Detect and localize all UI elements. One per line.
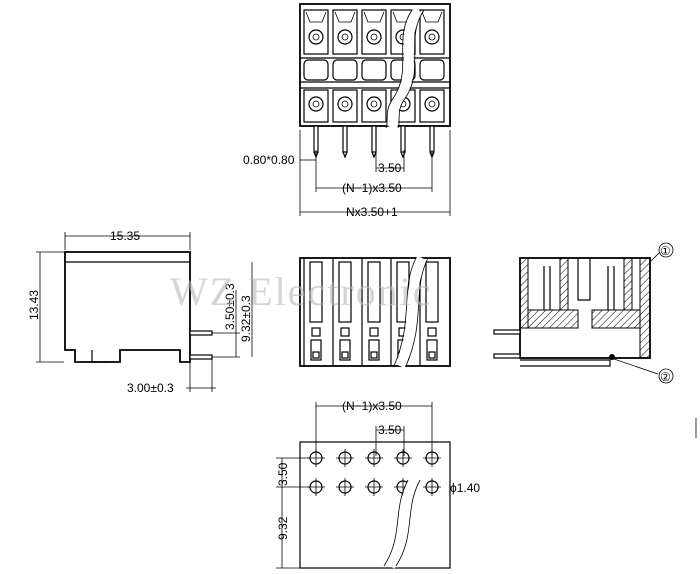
top-cell-lower — [303, 89, 329, 123]
top-cell-upper — [361, 9, 387, 55]
front-slot — [338, 261, 352, 323]
callout-1: ① — [660, 244, 671, 258]
screw-center-icon — [428, 100, 436, 108]
side-view: 15.35 13.43 3.50±0.3 9.32±0.3 3.00±0.3 — [27, 229, 253, 395]
front-contact — [311, 327, 321, 337]
pin-bottom-label: 3.00±0.3 — [127, 381, 174, 395]
top-cell-lower — [332, 89, 358, 123]
screw-icon — [308, 96, 324, 112]
pin — [429, 125, 435, 153]
front-latch — [339, 339, 351, 361]
watermark-text: WZ Electronic — [170, 269, 433, 314]
screw-icon — [424, 96, 440, 112]
top-cell-lip — [334, 11, 356, 23]
pin — [313, 125, 319, 153]
callout-2: ② — [660, 370, 671, 384]
top-cell-lower — [361, 89, 387, 123]
front-view — [299, 255, 451, 368]
top-cell-lip — [363, 11, 385, 23]
pin-size-label: 0.80*0.80 — [243, 153, 295, 167]
pin — [342, 125, 348, 153]
front-slot — [367, 261, 381, 323]
front-slot — [425, 261, 439, 323]
section-view: ① ② — [493, 242, 674, 384]
front-pin — [341, 351, 349, 359]
top-cell-mid — [419, 59, 445, 81]
top-cell-lower — [419, 89, 445, 123]
top-cell-mid — [303, 59, 329, 81]
front-latch — [426, 339, 438, 361]
row-spacing-label: 3.50 — [276, 462, 290, 486]
pin — [371, 125, 377, 153]
screw-icon — [337, 29, 353, 45]
top-cell-lip — [421, 11, 443, 23]
screw-center-icon — [370, 33, 378, 41]
screw-center-icon — [428, 33, 436, 41]
screw-center-icon — [370, 100, 378, 108]
pcb-layout: (N−1)x3.50 3.50 3.50 9.32 ϕ1.40 — [276, 399, 480, 569]
pin-tip — [371, 151, 377, 159]
screw-center-icon — [341, 33, 349, 41]
top-cell-upper — [419, 9, 445, 55]
top-cell-upper — [332, 9, 358, 55]
pin-offset-label: 3.50±0.3 — [223, 283, 237, 330]
front-pin — [370, 351, 378, 359]
front-latch — [310, 339, 322, 361]
front-contact — [427, 327, 437, 337]
top-cell-mid — [332, 59, 358, 81]
span-top-label: (N−1)x3.50 — [342, 181, 402, 195]
screw-icon — [366, 29, 382, 45]
screw-icon — [308, 29, 324, 45]
top-view: 0.80*0.80 3.50 (N−1)x3.50 Nx3.50+1 — [243, 3, 451, 219]
screw-icon — [366, 96, 382, 112]
top-cell-lip — [305, 11, 327, 23]
top-cell-mid — [361, 59, 387, 81]
height-label: 13.43 — [27, 290, 41, 320]
pin-tip — [342, 151, 348, 159]
span-bottom-label: (N−1)x3.50 — [342, 399, 402, 413]
pin — [400, 125, 406, 153]
front-pin — [312, 351, 320, 359]
front-slot — [309, 261, 323, 323]
total-width-label: Nx3.50+1 — [346, 205, 398, 219]
pin-height-label: 9.32±0.3 — [239, 295, 253, 342]
screw-center-icon — [312, 33, 320, 41]
pitch-bottom-label: 3.50 — [378, 423, 402, 437]
row-offset-label: 9.32 — [276, 516, 290, 540]
front-latch — [368, 339, 380, 361]
screw-center-icon — [312, 100, 320, 108]
screw-center-icon — [341, 100, 349, 108]
front-contact — [369, 327, 379, 337]
pitch-top-label: 3.50 — [378, 161, 402, 175]
screw-icon — [337, 96, 353, 112]
hole-diameter-label: ϕ1.40 — [450, 481, 480, 495]
depth-label: 15.35 — [110, 229, 140, 243]
screw-icon — [424, 29, 440, 45]
top-cell-upper — [303, 9, 329, 55]
front-pin — [428, 351, 436, 359]
front-contact — [340, 327, 350, 337]
